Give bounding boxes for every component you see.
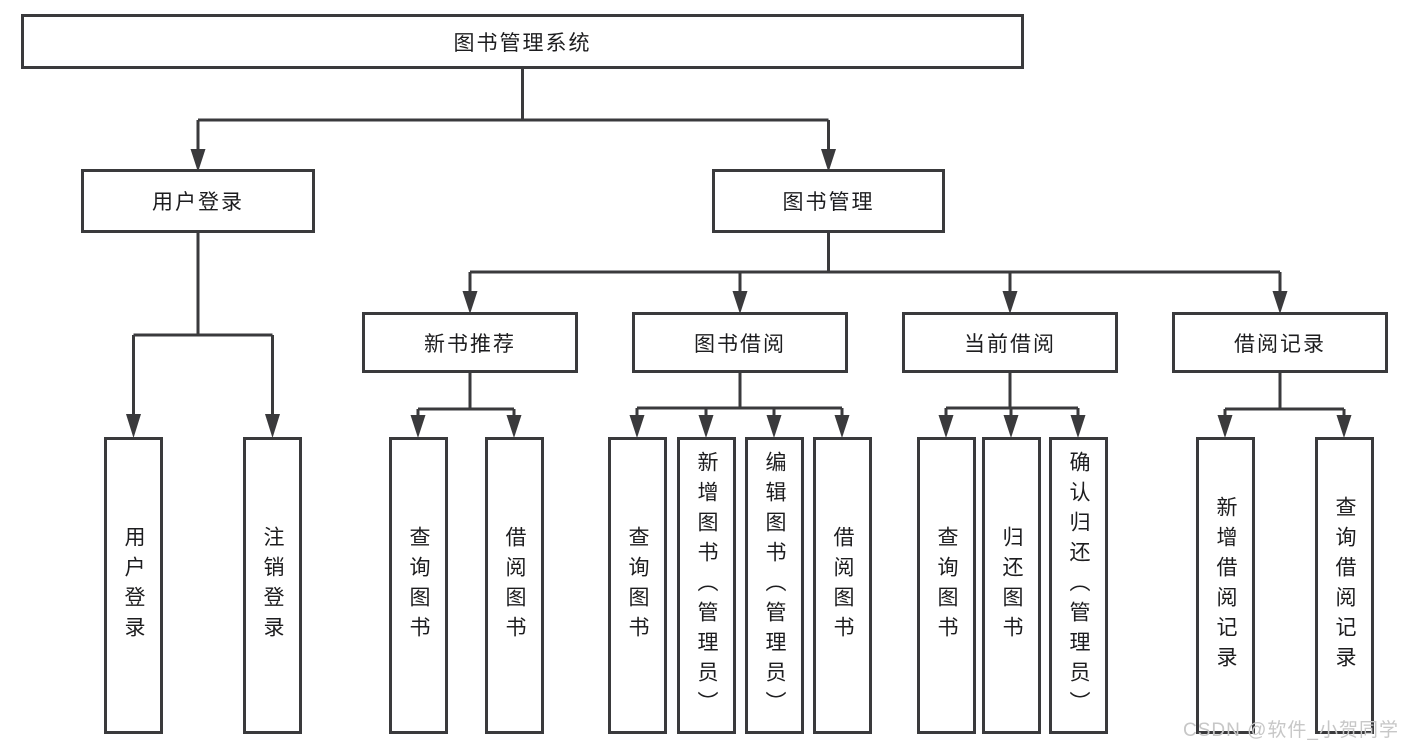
leaf-borrowing-edit-books-admin-label: 编辑图书（管理员） (763, 450, 786, 721)
node-book-borrowing: 图书借阅 (632, 312, 848, 373)
node-borrowing-records-label: 借阅记录 (1234, 332, 1326, 356)
leaf-recommend-borrow-books-label: 借阅图书 (503, 525, 526, 646)
node-new-book-recommend-label: 新书推荐 (424, 332, 516, 356)
leaf-borrowing-edit-books-admin: 编辑图书（管理员） (745, 437, 804, 734)
csdn-watermark: CSDN @软件_小贺同学 (1183, 720, 1399, 741)
node-root-system: 图书管理系统 (21, 14, 1024, 69)
node-current-borrowing: 当前借阅 (902, 312, 1118, 373)
leaf-records-query-record-label: 查询借阅记录 (1333, 495, 1356, 676)
leaf-records-add-record-label: 新增借阅记录 (1214, 495, 1237, 676)
leaf-borrowing-borrow-books-label: 借阅图书 (831, 525, 854, 646)
leaf-borrowing-add-books-admin: 新增图书（管理员） (677, 437, 736, 734)
leaf-borrowing-add-books-admin-label: 新增图书（管理员） (695, 450, 718, 721)
leaf-current-query-books: 查询图书 (917, 437, 976, 734)
leaf-current-return-books-label: 归还图书 (1000, 525, 1023, 646)
node-root-label: 图书管理系统 (453, 31, 592, 55)
leaf-logout-label: 注销登录 (261, 525, 284, 646)
arrowheads (126, 149, 1352, 438)
node-book-borrowing-label: 图书借阅 (694, 332, 786, 356)
leaf-recommend-query-books-label: 查询图书 (407, 525, 430, 646)
leaf-user-login: 用户登录 (104, 437, 163, 734)
node-current-borrowing-label: 当前借阅 (964, 332, 1056, 356)
leaf-records-add-record: 新增借阅记录 (1196, 437, 1255, 734)
leaf-records-query-record: 查询借阅记录 (1315, 437, 1374, 734)
leaf-current-confirm-return-admin-label: 确认归还（管理员） (1067, 450, 1090, 721)
leaf-recommend-borrow-books: 借阅图书 (485, 437, 544, 734)
leaf-logout: 注销登录 (243, 437, 302, 734)
node-user-login-label: 用户登录 (152, 191, 244, 214)
leaf-borrowing-query-books-label: 查询图书 (626, 525, 649, 646)
node-borrowing-records: 借阅记录 (1172, 312, 1388, 373)
node-user-login: 用户登录 (81, 169, 315, 233)
leaf-current-confirm-return-admin: 确认归还（管理员） (1049, 437, 1108, 734)
leaf-recommend-query-books: 查询图书 (389, 437, 448, 734)
leaf-borrowing-borrow-books: 借阅图书 (813, 437, 872, 734)
leaf-user-login-label: 用户登录 (122, 525, 145, 646)
leaf-current-return-books: 归还图书 (982, 437, 1041, 734)
leaf-borrowing-query-books: 查询图书 (608, 437, 667, 734)
node-book-management: 图书管理 (712, 169, 945, 233)
node-book-management-label: 图书管理 (782, 191, 875, 214)
node-new-book-recommend: 新书推荐 (362, 312, 578, 373)
leaf-current-query-books-label: 查询图书 (935, 525, 958, 646)
